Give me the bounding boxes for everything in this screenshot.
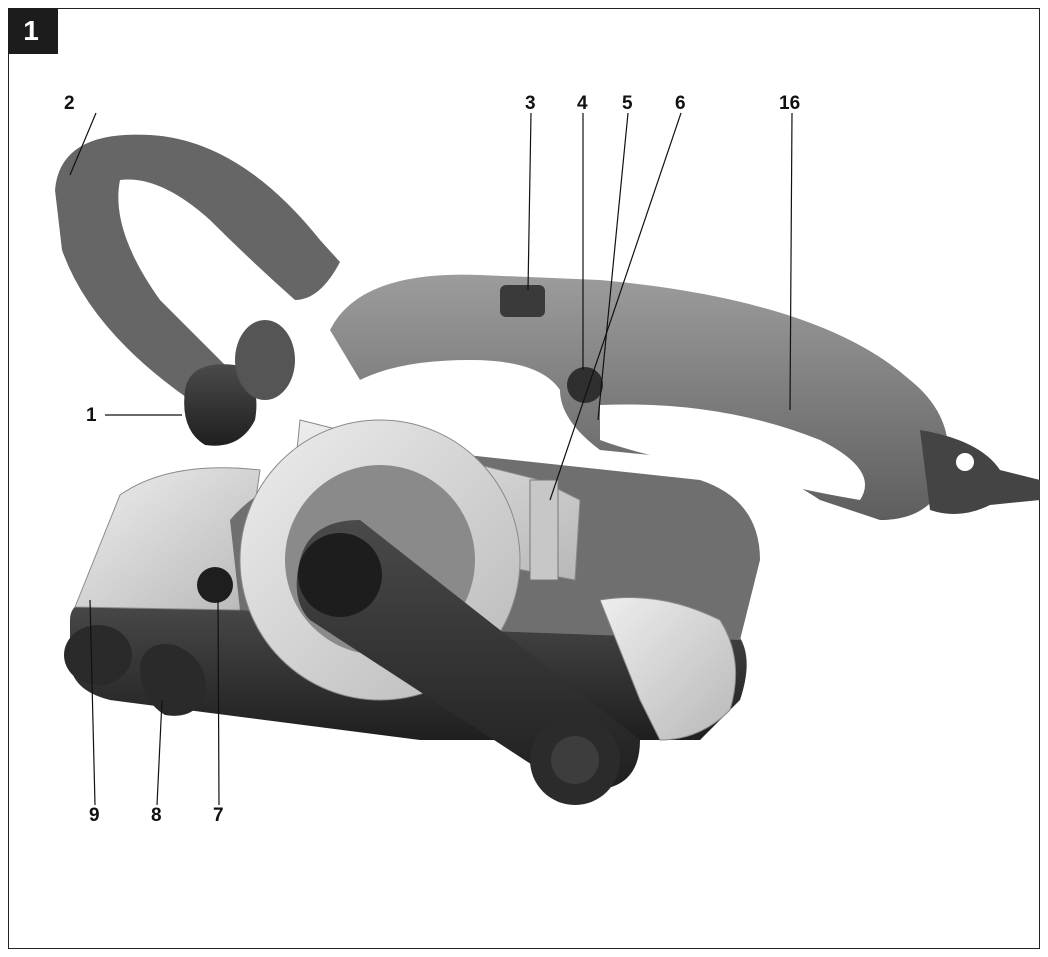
callout-4: 4 bbox=[577, 93, 588, 114]
rear-roller-cover bbox=[599, 597, 737, 741]
aux-knob-shape bbox=[184, 364, 257, 446]
callout-1: 1 bbox=[86, 405, 97, 426]
switch-shape bbox=[500, 285, 545, 317]
callout-2: 2 bbox=[64, 93, 75, 114]
tension-knob-shape bbox=[140, 644, 206, 716]
handle-grip-opening bbox=[600, 404, 865, 500]
callout-7: 7 bbox=[213, 805, 224, 826]
callout-5: 5 bbox=[622, 93, 633, 114]
lock-button-shape bbox=[567, 367, 603, 403]
front-roller bbox=[64, 625, 132, 685]
callout-9: 9 bbox=[89, 805, 100, 826]
callout-8: 8 bbox=[151, 805, 162, 826]
callout-3: 3 bbox=[525, 93, 536, 114]
callout-16: 16 bbox=[779, 93, 801, 114]
aux-handle-loop bbox=[55, 134, 340, 403]
callout-6: 6 bbox=[675, 93, 686, 114]
cord-guard bbox=[920, 430, 1040, 514]
figure-number-badge: 1 bbox=[8, 8, 58, 54]
tracking-knob-shape bbox=[197, 567, 233, 603]
